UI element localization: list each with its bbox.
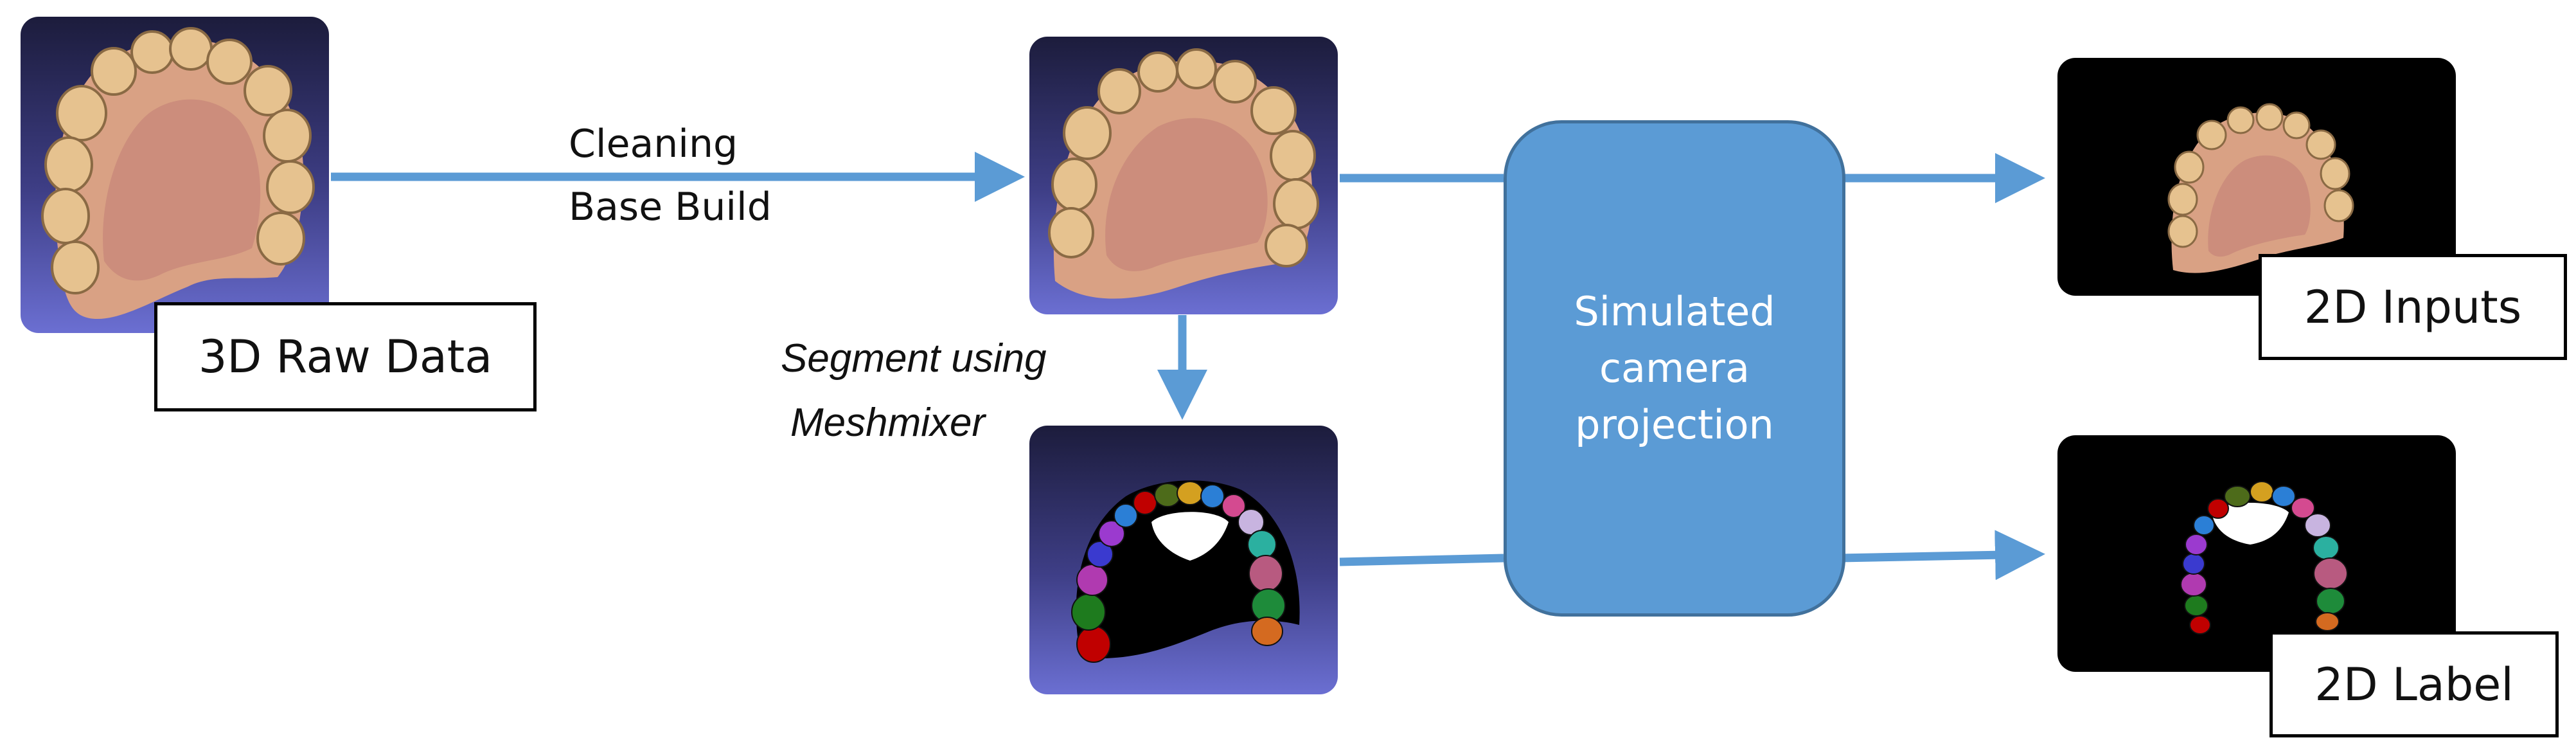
simulated-camera-projection-block: Simulated camera projection: [1504, 120, 1845, 617]
cleaning-caption-line-2: Base Build: [569, 185, 772, 230]
line-segmented-to-projection: [1339, 554, 1504, 566]
inputs-label-text: 2D Inputs: [2304, 280, 2522, 334]
inputs-jaw-illustration: [2167, 103, 2354, 273]
raw-scan-image: [21, 17, 329, 333]
label2d-label-text: 2D Label: [2314, 658, 2514, 711]
segment-caption: Segment using Meshmixer: [781, 327, 1047, 455]
raw-data-label: 3D Raw Data: [154, 302, 537, 411]
projection-line-3: projection: [1575, 401, 1774, 448]
inputs-label: 2D Inputs: [2259, 254, 2567, 360]
label2d-label: 2D Label: [2270, 631, 2559, 737]
label-jaw-illustration: [2180, 481, 2348, 635]
cleaning-caption-line-1: Cleaning: [569, 122, 738, 167]
segmented-scan-image: [1029, 426, 1338, 694]
arrow-projection-to-label: [1838, 530, 2045, 581]
segment-caption-line-1: Segment using: [781, 336, 1047, 381]
projection-line-2: camera: [1599, 345, 1750, 392]
segment-caption-line-2: Meshmixer: [790, 401, 986, 445]
raw-jaw-illustration: [41, 27, 315, 319]
raw-data-label-text: 3D Raw Data: [198, 330, 493, 383]
projection-line-1: Simulated: [1574, 288, 1775, 335]
cleaned-jaw-illustration: [1048, 48, 1319, 299]
cleaning-caption: Cleaning Base Build: [569, 113, 772, 239]
segmented-jaw-illustration: [1071, 480, 1300, 663]
cleaned-scan-image: [1029, 37, 1338, 314]
